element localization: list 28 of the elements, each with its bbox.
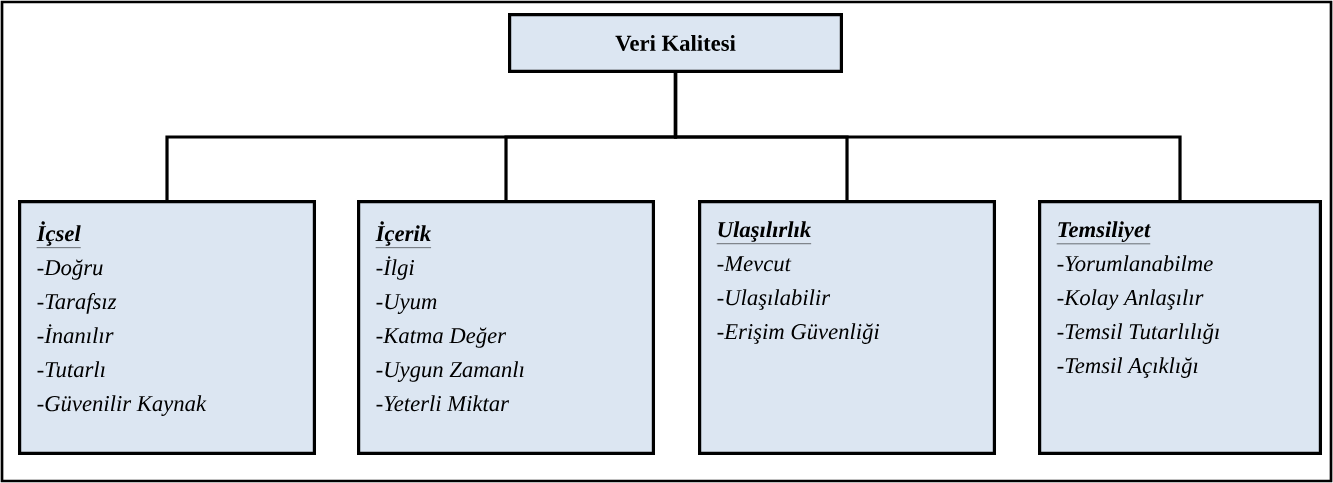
list-item: -İnanılır — [37, 324, 114, 344]
category-box — [1038, 200, 1322, 455]
list-item: -Uyum — [376, 294, 437, 314]
list-item: -Yorumlanabilme — [1057, 255, 1213, 272]
box-heading: İçerik — [375, 221, 432, 248]
list-item: -Erişim Güvenliği — [717, 323, 880, 344]
category-box — [698, 200, 996, 455]
list-item: -Tutarlı — [37, 361, 105, 378]
list-item: -Katma Değer — [376, 327, 507, 348]
title-text: Veri Kalitesi — [615, 34, 736, 52]
box-heading: Temsiliyet — [1056, 221, 1151, 245]
root-box — [508, 13, 843, 73]
connector-line — [673, 73, 1182, 200]
category-box — [18, 200, 316, 455]
list-item: -Tarafsız — [37, 293, 117, 314]
list-item: -Kolay Anlaşılır — [1057, 289, 1204, 310]
list-item: -Yeterli Miktar — [376, 395, 510, 412]
list-item: -Temsil Tutarlılığı — [1057, 323, 1219, 344]
box-heading: Ulaşılırlık — [716, 221, 812, 244]
list-item: -Temsil Açıklığı — [1057, 357, 1198, 378]
category-box — [357, 200, 655, 455]
list-item: -İlgi — [376, 256, 414, 280]
list-item: -Doğru — [37, 259, 103, 280]
list-item: -Uygun Zamanlı — [376, 361, 524, 382]
list-item: -Güvenilir Kaynak — [37, 395, 207, 416]
list-item: -Ulaşılabilir — [717, 289, 831, 310]
list-item: -Mevcut — [717, 256, 792, 272]
box-heading: İçsel — [36, 221, 81, 248]
